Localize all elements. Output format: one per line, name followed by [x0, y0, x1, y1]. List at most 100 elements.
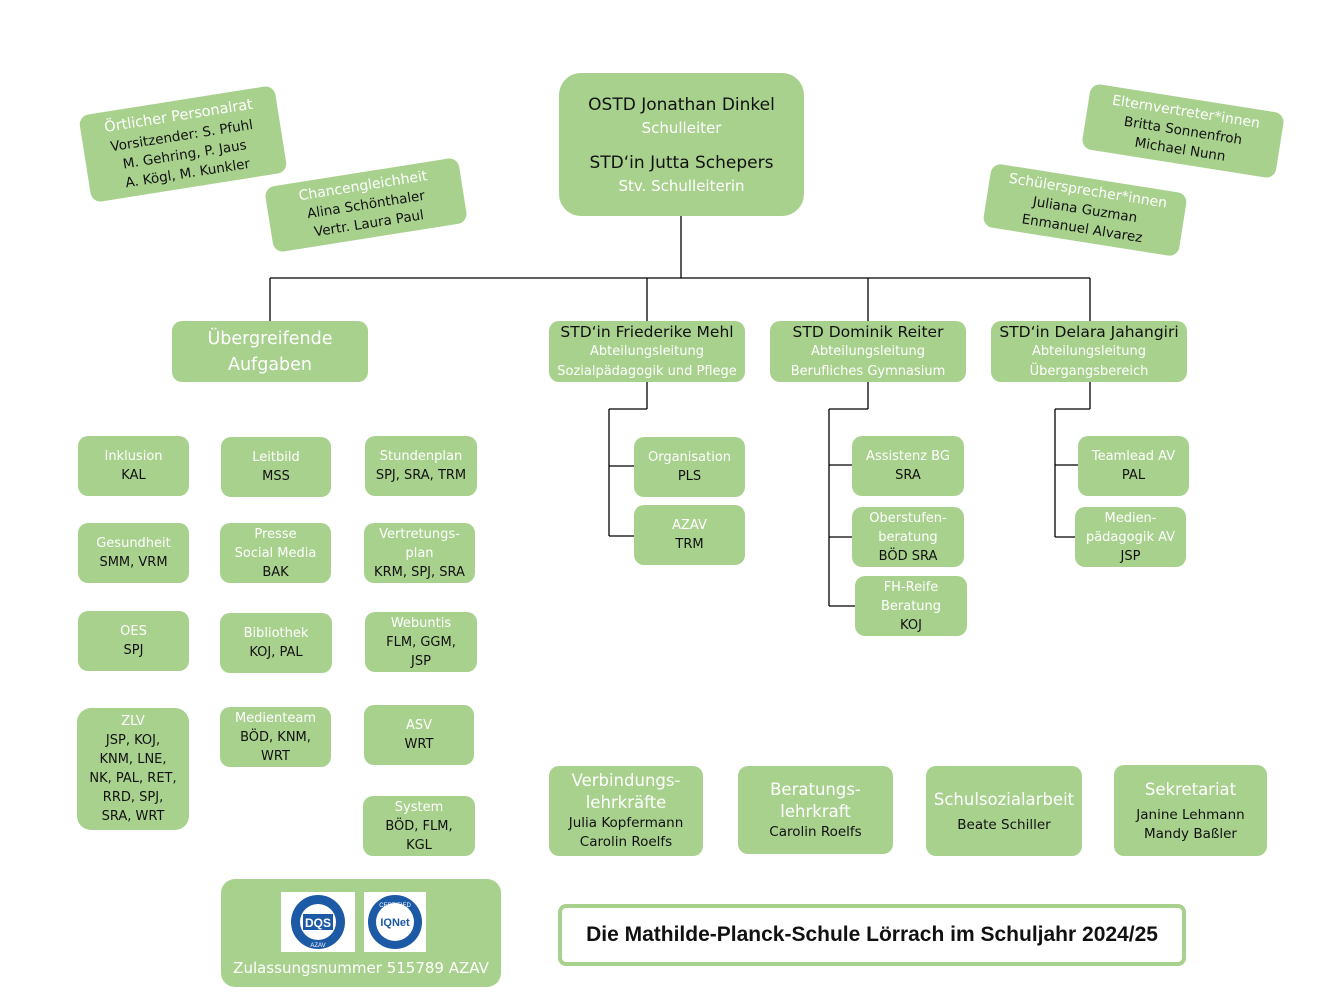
- task-zlv-staff-1: JSP, KOJ,: [105, 733, 161, 748]
- task-zlv-staff-5: SRA, WRT: [101, 809, 165, 824]
- mehl-azav-label: AZAV: [672, 518, 707, 533]
- task-leitbild-staff: MSS: [262, 469, 290, 484]
- deputy-role: Stv. Schulleiterin: [618, 176, 745, 195]
- task-stundenplan-label: Stundenplan: [379, 449, 463, 464]
- task-inklusion: Inklusion KAL: [78, 436, 189, 496]
- beratung-person: Carolin Roelfs: [769, 823, 862, 840]
- sekretariat-person-1: Janine Lehmann: [1136, 806, 1245, 823]
- task-presse-label: Presse: [254, 526, 297, 542]
- task-inklusion-label: Inklusion: [104, 449, 163, 464]
- task-zlv-staff-4: RRD, SPJ,: [102, 790, 164, 805]
- task-bibliothek: Bibliothek KOJ, PAL: [220, 613, 332, 673]
- mehl-organisation: Organisation PLS: [634, 437, 745, 497]
- task-zlv-staff-2: KNM, LNE,: [99, 752, 167, 767]
- task-medienteam-staff-1: BÖD, KNM,: [240, 729, 311, 745]
- reiter-oberstufe-label-2: beratung: [878, 529, 938, 545]
- certification-box: Zulassungsnummer 515789 AZAV: [221, 879, 501, 987]
- reiter-oberstufenberatung: Oberstufen- beratung BÖD SRA: [852, 507, 964, 567]
- task-webuntis-label: Webuntis: [390, 615, 452, 631]
- task-leitbild-label: Leitbild: [252, 450, 300, 465]
- task-gesundheit: Gesundheit SMM, VRM: [78, 523, 189, 583]
- task-vertretungsplan-label: Vertretungs-: [379, 526, 460, 542]
- task-vertretungsplan: Vertretungs- plan KRM, SPJ, SRA: [364, 523, 475, 583]
- task-stundenplan-staff: SPJ, SRA, TRM: [375, 468, 467, 483]
- sekretariat-label: Sekretariat: [1144, 779, 1237, 799]
- school-leader-box: OSTD Jonathan Dinkel Schulleiter STD‘in …: [559, 73, 804, 216]
- verbindung-person-1: Julia Kopfermann: [568, 815, 684, 831]
- reiter-assistenz-staff: SRA: [895, 468, 921, 483]
- reiter-oberstufe-label: Oberstufen-: [869, 510, 947, 526]
- task-zlv-staff-3: NK, PAL, RET,: [89, 771, 177, 786]
- task-stundenplan: Stundenplan SPJ, SRA, TRM: [365, 436, 477, 496]
- task-vertretungsplan-label-2: plan: [405, 545, 434, 561]
- dept-jahangiri-sub-2: Übergangsbereich: [1029, 363, 1149, 379]
- verbindung-label-1: Verbindungs-: [571, 771, 681, 790]
- mehl-azav: AZAV TRM: [634, 505, 745, 565]
- dept-reiter-title: STD Dominik Reiter: [792, 322, 944, 341]
- jahangiri-medien-staff: JSP: [1120, 548, 1141, 564]
- chart-title: Die Mathilde-Planck-Schule Lörrach im Sc…: [586, 923, 1158, 946]
- task-webuntis-staff-1: FLM, GGM,: [386, 634, 456, 650]
- task-leitbild: Leitbild MSS: [221, 437, 331, 497]
- task-vertretungsplan-staff: KRM, SPJ, SRA: [374, 564, 465, 580]
- task-zlv-label: ZLV: [121, 714, 145, 729]
- jahangiri-teamlead-av: Teamlead AV PAL: [1078, 436, 1189, 496]
- dept-mehl: STD‘in Friederike Mehl Abteilungsleitung…: [549, 321, 745, 382]
- verbindung-label-2: lehrkräfte: [585, 793, 667, 812]
- task-system-staff-2: KGL: [406, 837, 432, 853]
- task-bibliothek-label: Bibliothek: [243, 626, 309, 641]
- dept-mehl-sub-2: Sozialpädagogik und Pflege: [557, 363, 737, 379]
- reiter-assistenz-label: Assistenz BG: [866, 449, 950, 464]
- box-verbindungslehrkraefte: Verbindungs- lehrkräfte Julia Kopfermann…: [549, 766, 703, 856]
- leader-name: OSTD Jonathan Dinkel: [588, 94, 775, 115]
- reiter-fhreife-label-2: Beratung: [880, 598, 942, 614]
- jahangiri-medien-label: Medien-: [1104, 510, 1157, 526]
- reiter-assistenz-bg: Assistenz BG SRA: [852, 436, 964, 496]
- task-inklusion-staff: KAL: [121, 468, 146, 483]
- iqnet-logo: CERTIFIED IQNet: [364, 892, 426, 952]
- verbindung-person-2: Carolin Roelfs: [579, 834, 673, 850]
- dept-uebergreifend-title-2: Aufgaben: [227, 354, 313, 375]
- task-presse: Presse Social Media BAK: [220, 523, 331, 583]
- task-medienteam-label: Medienteam: [234, 710, 317, 726]
- sekretariat-person-2: Mandy Baßler: [1144, 825, 1237, 842]
- sozial-person: Beate Schiller: [957, 816, 1051, 833]
- iqnet-logo-text: IQNet: [380, 917, 410, 929]
- dept-reiter-sub-1: Abteilungsleitung: [810, 343, 926, 359]
- task-system: System BÖD, FLM, KGL: [363, 796, 475, 856]
- jahangiri-medien-label-2: pädagogik AV: [1085, 529, 1176, 545]
- chart-title-box: Die Mathilde-Planck-Schule Lörrach im Sc…: [558, 904, 1186, 966]
- jahangiri-teamlead-label: Teamlead AV: [1091, 449, 1176, 464]
- box-beratungslehrkraft: Beratungs- lehrkraft Carolin Roelfs: [738, 766, 893, 854]
- task-oes-label: OES: [120, 624, 147, 639]
- dqs-logo-text: DQS: [305, 916, 331, 930]
- task-medienteam-staff-2: WRT: [261, 748, 290, 764]
- dept-uebergreifend: Übergreifende Aufgaben: [172, 321, 368, 382]
- reiter-fh-reife: FH-Reife Beratung KOJ: [855, 576, 967, 636]
- dept-mehl-title: STD‘in Friederike Mehl: [560, 322, 734, 341]
- beratung-label-1: Beratungs-: [770, 779, 861, 799]
- task-medienteam: Medienteam BÖD, KNM, WRT: [220, 707, 331, 767]
- dept-reiter: STD Dominik Reiter Abteilungsleitung Ber…: [770, 321, 966, 382]
- dept-jahangiri-sub-1: Abteilungsleitung: [1031, 343, 1147, 359]
- reiter-oberstufe-staff: BÖD SRA: [878, 548, 938, 564]
- task-system-staff-1: BÖD, FLM,: [385, 818, 453, 834]
- deputy-name: STD‘in Jutta Schepers: [589, 152, 774, 173]
- jahangiri-teamlead-staff: PAL: [1121, 468, 1146, 483]
- dept-reiter-sub-2: Berufliches Gymnasium: [790, 363, 946, 379]
- dept-uebergreifend-title-1: Übergreifende: [207, 328, 333, 349]
- task-oes: OES SPJ: [78, 611, 189, 671]
- task-webuntis-staff-2: JSP: [411, 653, 431, 669]
- task-oes-staff: SPJ: [123, 643, 144, 658]
- task-asv-label: ASV: [405, 718, 433, 733]
- sozial-label: Schulsozialarbeit: [933, 789, 1075, 809]
- box-sekretariat: Sekretariat Janine Lehmann Mandy Baßler: [1114, 765, 1267, 856]
- dept-jahangiri-title: STD‘in Delara Jahangiri: [999, 322, 1179, 341]
- reiter-fhreife-staff: KOJ: [900, 617, 922, 633]
- beratung-label-2: lehrkraft: [780, 801, 851, 821]
- task-gesundheit-staff: SMM, VRM: [99, 555, 168, 570]
- reiter-fhreife-label: FH-Reife: [883, 579, 939, 595]
- mehl-azav-staff: TRM: [675, 537, 704, 552]
- certification-number: Zulassungsnummer 515789 AZAV: [233, 959, 489, 977]
